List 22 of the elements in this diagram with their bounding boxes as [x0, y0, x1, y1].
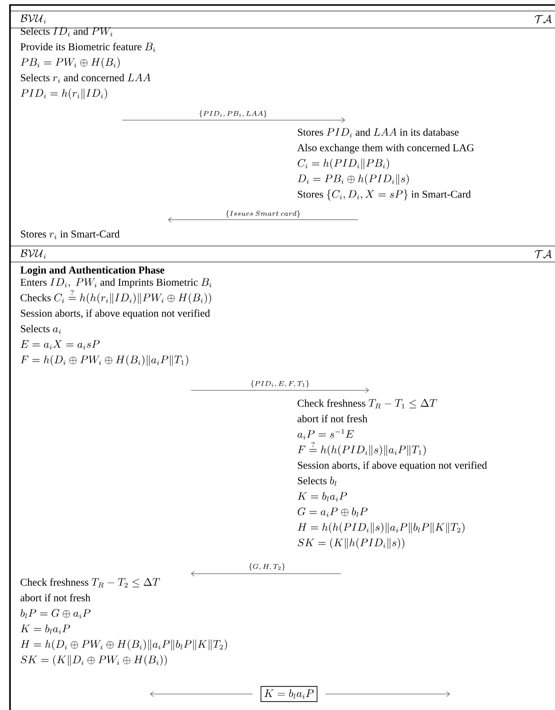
message-arrow [190, 387, 369, 393]
message-label: $\{G, H, T_2\}$ [249, 564, 285, 570]
message-label: $\{PID_i, PB_i, LAA\}$ [199, 110, 267, 118]
step-text: $\text{Stores } PID_i \text{ and } LAA \text{ in its database}$ Also exchange them with concerned LAG $C_i = h(PID_i \| PB_i)$ $D_i = PB_i \oplus h(PID_i \| s)$ $\text{Stores } \{C_i, D_i, X = sP\} \text{ in Smart-Card}$ [297, 128, 474, 200]
participant-label: $\mathcal{BVU}_i$ [20, 249, 46, 259]
participant-label: $\mathcal{TA}$ [534, 250, 552, 258]
step-text: $\text{Check freshness } T_R - T_2 \leq \Delta T$ abort if not fresh $b_l P = G \oplus a_i P$ $K = b_l a_i P$ $H = h(D_i \oplus PW_i \oplus H(B_i) \| a_i P \| b_l P \| K \| T_2)$ $SK = (K \| D_i \oplus PW_i \oplus H(B_i))$ [20, 578, 227, 666]
message-arrow [168, 217, 358, 223]
message-arrow [122, 117, 345, 123]
step-text: $\text{Selects } ID_i \text{ and } PW_i$ $\text{Provide its Biometric feature } B_i$ $PB_i = PW_i \oplus H(B_i)$ $\text{Selects } r_i \text{ and concerned } LAA$ $PID_i = h(r_i \| ID_i)$ [20, 27, 156, 100]
message-label: $\{PID_i, E, F, T_1\}$ [250, 380, 310, 388]
step-text: $\text{Enters } ID_i,\ PW_i \text{ and Imprints Biometric } B_i$ $\text{Checks } C_i \stackrel{?}{=} h(h(r_i \| ID_i) \| PW_i \oplus H(B_i))$ Session aborts, if above equation not verified $\text{Selects } a_i$ $E = a_i X = a_i sP$ $F = h(D_i \oplus PW_i \oplus H(B_i) \| a_i P \| T_1)$ [20, 278, 212, 366]
message-label: $\{Issues\ Smart\ card\}$ [226, 210, 300, 218]
message-arrow [325, 691, 450, 697]
step-text: $\text{Stores } r_i \text{ in Smart-Card}$ [20, 230, 120, 240]
participant-label: $\mathcal{BVU}_i$ [20, 14, 46, 24]
step-text: $\text{Check freshness } T_R - T_1 \leq \Delta T$ abort if not fresh $a_i P = s^{-1} E$ $F \stackrel{?}{=} h(h(PID_i \| s) \| a_i P \| T_1)$ Session aborts, if above equation not verified $\text{Selects } b_l$ $K = b_l a_i P$ $G = a_i P \oplus b_l P$ $H = h(h(PID_i \| s) \| a_i P \| b_l P \| K \| T_2)$ $SK = (K \| h(PID_i \| s))$ [298, 398, 487, 549]
participant-label: $\mathcal{TA}$ [534, 14, 552, 24]
phase-heading: Login and Authentication Phase [20, 266, 164, 276]
message-arrow [191, 571, 342, 577]
session-key-box: $K = b_l a_i P$ [260, 686, 318, 702]
message-arrow [150, 691, 253, 697]
